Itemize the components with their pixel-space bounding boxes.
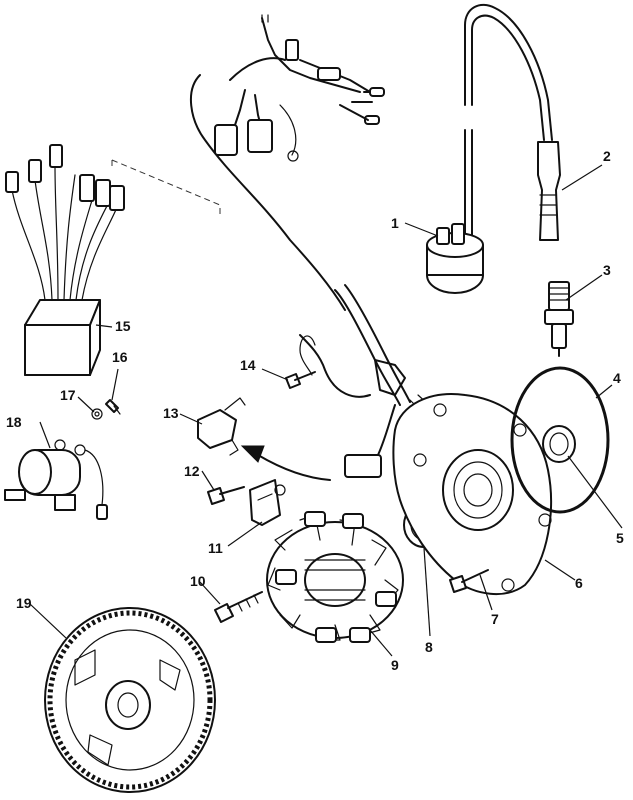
- callout-17: 17: [60, 387, 76, 403]
- callout-labels: 1 2 3 4 5 6 7 8 9 10 11 12 13 14 15 16 1…: [6, 148, 624, 673]
- callout-10: 10: [190, 573, 206, 589]
- callout-2: 2: [603, 148, 611, 164]
- callout-6: 6: [575, 575, 583, 591]
- spark-plug: [544, 281, 574, 357]
- bolt-16: [105, 399, 121, 415]
- callout-16: 16: [112, 349, 128, 365]
- wiring-harness: [189, 14, 385, 311]
- cdi-module: [5, 144, 125, 376]
- o-ring: [510, 366, 610, 514]
- pulse-sensor: [197, 397, 246, 456]
- callout-7: 7: [491, 611, 499, 627]
- spark-plug-lead: [464, 3, 561, 241]
- callout-18: 18: [6, 414, 22, 430]
- callout-13: 13: [163, 405, 179, 421]
- harness-link-line: [111, 159, 221, 215]
- screw-7: [449, 569, 489, 593]
- callout-9: 9: [391, 657, 399, 673]
- callout-11: 11: [208, 540, 223, 556]
- callout-3: 3: [603, 262, 611, 278]
- callout-5: 5: [616, 530, 624, 546]
- stator: [266, 511, 404, 643]
- screw-10: [214, 591, 263, 623]
- screw-14: [285, 371, 316, 389]
- leader-lines: [29, 164, 623, 657]
- callout-15: 15: [115, 318, 131, 334]
- callout-1: 1: [391, 215, 399, 231]
- callout-14: 14: [240, 357, 256, 373]
- callout-12: 12: [184, 463, 200, 479]
- crankshaft-seal: [542, 425, 576, 463]
- callout-4: 4: [613, 370, 621, 386]
- washer-17: [91, 408, 103, 420]
- direction-arrow: [240, 445, 331, 481]
- ignition-coil: [426, 129, 484, 294]
- callout-8: 8: [425, 639, 433, 655]
- flywheel: [44, 607, 216, 793]
- wire-clamp: [249, 479, 286, 526]
- screw-12: [207, 486, 245, 505]
- callout-19: 19: [16, 595, 32, 611]
- starter-solenoid: [4, 439, 108, 520]
